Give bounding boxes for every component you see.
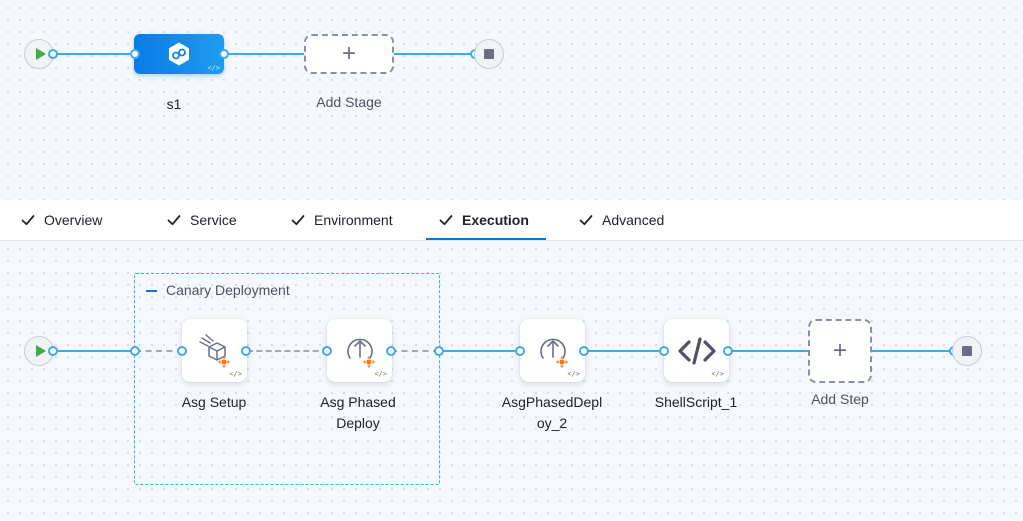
plus-icon: + bbox=[341, 40, 356, 67]
checkmark-icon bbox=[167, 215, 181, 226]
connector-port bbox=[48, 346, 58, 356]
connector-port bbox=[386, 346, 396, 356]
stop-icon bbox=[962, 346, 972, 356]
connector-port bbox=[48, 49, 58, 59]
step-name-label: AsgPhasedDepl oy_2 bbox=[492, 392, 612, 434]
execution-end-node bbox=[952, 336, 982, 366]
connector-port bbox=[723, 346, 733, 356]
code-icon bbox=[677, 336, 716, 365]
stop-icon bbox=[484, 49, 494, 59]
step-node-asg-phased-deploy-2[interactable]: </> bbox=[520, 319, 585, 382]
add-stage-label: Add Stage bbox=[316, 94, 382, 110]
connector-port bbox=[659, 346, 669, 356]
connector-port bbox=[130, 346, 140, 356]
step-name-line: Deploy bbox=[336, 415, 380, 431]
yaml-indicator-icon: </> bbox=[229, 370, 242, 378]
connector-port bbox=[241, 346, 251, 356]
connector-port bbox=[177, 346, 187, 356]
step-connector bbox=[439, 350, 521, 352]
step-name-label: Asg Setup bbox=[181, 394, 247, 410]
stage-node-s1[interactable]: </> bbox=[134, 34, 224, 74]
step-name-label: ShellScript_1 bbox=[654, 394, 738, 410]
step-connector bbox=[872, 350, 954, 352]
stage-tabs: Overview Service Environment Execution A… bbox=[0, 200, 1023, 241]
tab-execution[interactable]: Execution bbox=[438, 200, 529, 240]
step-connector bbox=[728, 350, 809, 352]
step-connector bbox=[135, 350, 183, 352]
connector-port bbox=[322, 346, 332, 356]
stage-connector bbox=[224, 53, 305, 55]
active-tab-indicator bbox=[426, 238, 546, 240]
add-stage-button[interactable]: + bbox=[304, 34, 394, 74]
step-name-label: Asg Phased Deploy bbox=[302, 392, 414, 434]
tab-service[interactable]: Service bbox=[166, 200, 237, 240]
step-group-canary-deployment[interactable] bbox=[134, 273, 440, 485]
tab-label: Environment bbox=[314, 212, 393, 228]
step-connector bbox=[584, 350, 664, 352]
add-step-button[interactable]: + bbox=[808, 319, 872, 383]
pipeline-end-node bbox=[474, 39, 504, 69]
step-connector bbox=[53, 350, 135, 352]
step-group-title: Canary Deployment bbox=[166, 282, 290, 298]
add-step-label: Add Step bbox=[811, 391, 869, 407]
asg-phased-deploy-icon bbox=[346, 338, 375, 368]
execution-canvas: Canary Deployment </> Asg Setup bbox=[0, 241, 1023, 521]
checkmark-icon bbox=[21, 215, 35, 226]
connector-port bbox=[130, 49, 140, 59]
tab-environment[interactable]: Environment bbox=[290, 200, 393, 240]
step-node-asg-phased-deploy[interactable]: </> bbox=[327, 319, 392, 382]
step-node-asg-setup[interactable]: </> bbox=[182, 319, 247, 382]
stage-connector bbox=[53, 53, 135, 55]
tab-label: Overview bbox=[44, 212, 103, 228]
connector-port bbox=[434, 346, 444, 356]
yaml-indicator-icon: </> bbox=[567, 370, 580, 378]
tab-label: Execution bbox=[462, 212, 529, 228]
tab-label: Service bbox=[190, 212, 237, 228]
tab-advanced[interactable]: Advanced bbox=[578, 200, 664, 240]
tab-overview[interactable]: Overview bbox=[20, 200, 102, 240]
play-icon bbox=[35, 48, 46, 60]
yaml-indicator-icon: </> bbox=[207, 64, 220, 72]
checkmark-icon bbox=[291, 215, 305, 226]
pipeline-stage-canvas: </> s1 + Add Stage bbox=[0, 0, 1023, 200]
checkmark-icon bbox=[439, 215, 453, 226]
stage-name-label: s1 bbox=[166, 96, 182, 112]
step-node-shellscript-1[interactable]: </> bbox=[664, 319, 729, 382]
stage-connector bbox=[393, 53, 475, 55]
checkmark-icon bbox=[579, 215, 593, 226]
step-connector bbox=[391, 350, 439, 352]
step-connector bbox=[247, 350, 328, 352]
step-name-line: AsgPhasedDepl bbox=[501, 394, 603, 410]
asg-setup-icon bbox=[198, 333, 230, 368]
yaml-indicator-icon: </> bbox=[374, 370, 387, 378]
deploy-stage-icon bbox=[169, 42, 189, 66]
asg-phased-deploy-icon bbox=[539, 338, 568, 368]
yaml-indicator-icon: </> bbox=[711, 370, 724, 378]
connector-port bbox=[579, 346, 589, 356]
tab-label: Advanced bbox=[602, 212, 665, 228]
step-name-line: Asg Phased bbox=[320, 394, 396, 410]
step-name-line: oy_2 bbox=[536, 415, 568, 431]
connector-port bbox=[219, 49, 229, 59]
play-icon bbox=[35, 345, 46, 357]
plus-icon: + bbox=[832, 337, 847, 364]
collapse-group-icon[interactable] bbox=[146, 290, 157, 292]
connector-port bbox=[515, 346, 525, 356]
